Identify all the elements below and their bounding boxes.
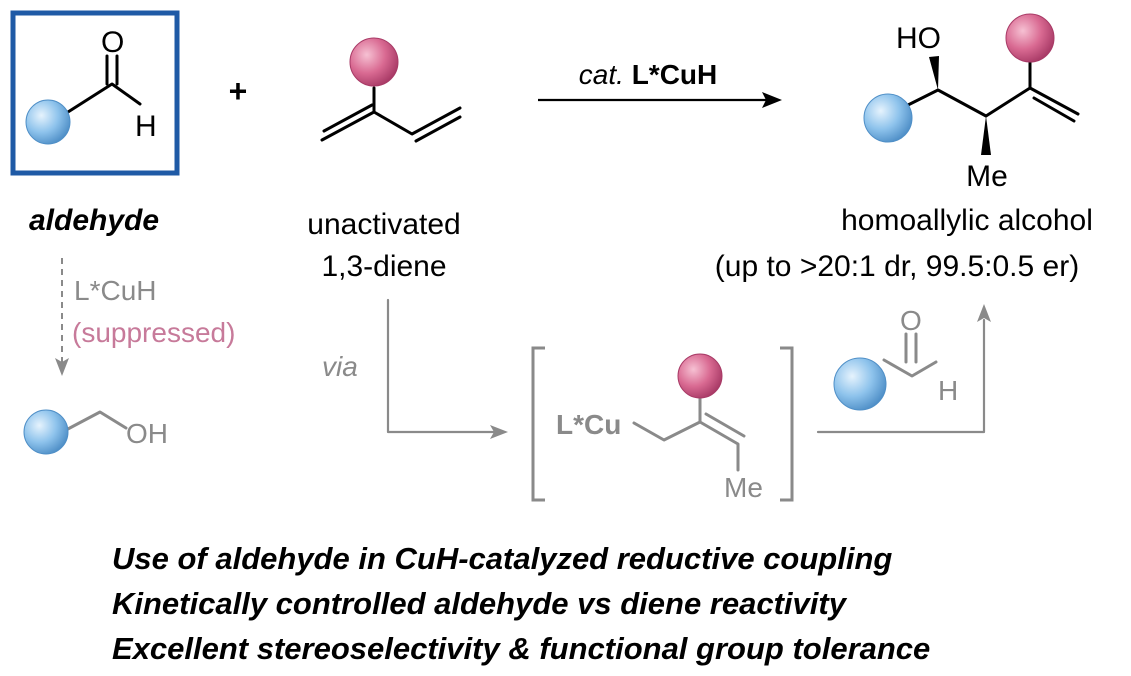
blue-substituent-ball <box>23 409 69 455</box>
selectivity-label: (up to >20:1 dr, 99.5:0.5 er) <box>715 250 1079 283</box>
pink-substituent-ball <box>1005 13 1055 63</box>
blue-substituent-ball <box>863 93 913 143</box>
intermediate-brackets <box>531 346 794 502</box>
aldehyde-structure: O H <box>25 26 157 145</box>
return-arrow <box>816 304 991 434</box>
suppressed-arrow <box>55 258 69 376</box>
summary-point-2: Kinetically controlled aldehyde vs diene… <box>112 586 846 621</box>
suppressed-label: (suppressed) <box>72 317 235 348</box>
pink-substituent-ball <box>677 353 723 399</box>
aldehyde2-h-atom: H <box>938 375 958 406</box>
product-me-group: Me <box>966 160 1008 193</box>
me-wedge-bond <box>981 116 991 155</box>
catalyst-label: cat. L*CuH <box>579 59 717 90</box>
second-aldehyde: O H <box>833 305 958 411</box>
allylcopper-intermediate: L*Cu Me <box>556 353 763 503</box>
pink-substituent-ball <box>349 37 399 87</box>
product-oh-group: HO <box>896 22 941 55</box>
diene-label-line1: unactivated <box>307 208 460 241</box>
plus-sign: + <box>229 73 248 109</box>
aldehyde-h-atom: H <box>135 110 157 143</box>
aldehyde-o-atom: O <box>101 26 124 59</box>
blue-substituent-ball <box>833 357 887 411</box>
side-reagent-label: L*CuH <box>74 275 156 306</box>
diene-structure <box>320 37 462 143</box>
summary-point-3: Excellent stereoselectivity & functional… <box>112 631 931 666</box>
alcohol-side-product: OH <box>23 409 168 455</box>
main-reaction-arrow <box>538 92 782 108</box>
product-label: homoallylic alcohol <box>841 204 1093 237</box>
aldehyde-label: aldehyde <box>29 204 159 237</box>
product-structure: HO Me <box>863 13 1080 193</box>
summary-points: Use of aldehyde in CuH-catalyzed reducti… <box>112 536 1112 671</box>
side-oh-group: OH <box>126 418 168 449</box>
aldehyde2-o-atom: O <box>900 305 922 336</box>
diene-label-line2: 1,3-diene <box>321 250 446 283</box>
intermediate-me-group: Me <box>724 472 763 503</box>
aldehyde-highlight-box <box>10 10 180 176</box>
blue-substituent-ball <box>25 99 71 145</box>
summary-point-1: Use of aldehyde in CuH-catalyzed reducti… <box>112 541 893 576</box>
via-arrow <box>386 298 508 439</box>
via-label: via <box>322 351 358 382</box>
intermediate-metal-label: L*Cu <box>556 409 621 440</box>
oh-wedge-bond <box>929 56 939 90</box>
